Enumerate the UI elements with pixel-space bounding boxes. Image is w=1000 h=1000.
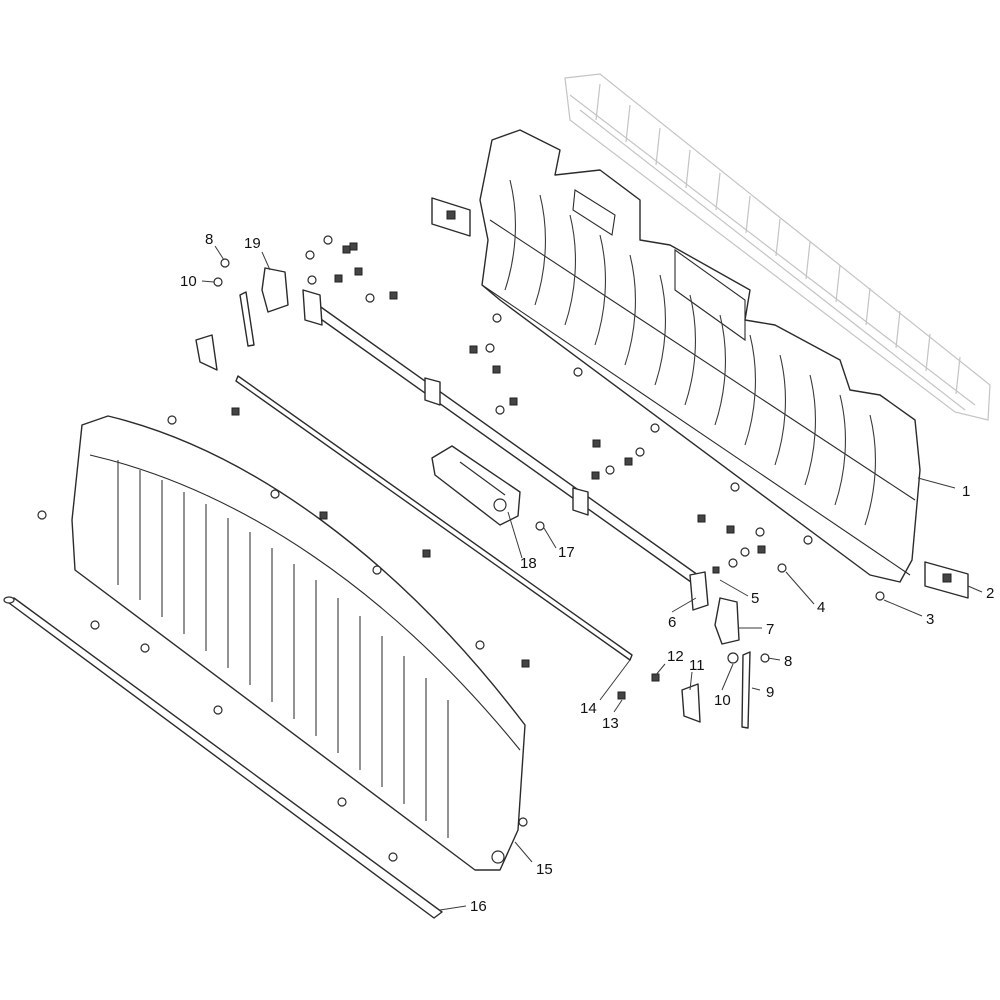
latch-rod-part-6 [302,289,709,611]
callout-8-right: 8 [784,653,792,670]
callout-15: 15 [536,861,553,878]
right-latch-assembly [681,597,751,729]
callout-13: 13 [602,715,619,732]
callout-17: 17 [558,544,575,561]
left-latch-assembly [195,267,289,371]
ghost-trim-panel [564,73,991,421]
callout-11: 11 [689,657,705,674]
callout-4: 4 [817,599,825,616]
inner-panel-part-1 [479,129,921,583]
callout-18: 18 [520,555,537,572]
callout-10-left: 10 [180,273,197,290]
tailgate-part-15 [71,415,526,871]
callout-12: 12 [667,648,684,665]
callout-9: 9 [766,684,774,701]
hardware-fasteners [37,235,885,862]
callout-10-right: 10 [714,692,731,709]
cap-tube-part-16 [3,596,443,919]
callout-labels: 1 2 3 4 5 6 7 8 8 9 10 10 11 12 13 14 15… [180,231,994,915]
callout-8-left: 8 [205,231,213,248]
callout-19: 19 [244,235,261,252]
callout-1: 1 [962,483,970,500]
callout-6: 6 [668,614,676,631]
callout-14: 14 [580,700,597,717]
callout-7: 7 [766,621,774,638]
callout-5: 5 [751,590,759,607]
callout-16: 16 [470,898,487,915]
handle-part-18 [431,445,521,526]
reflector-part-2 [431,197,969,599]
callout-2: 2 [986,585,994,602]
callout-3: 3 [926,611,934,628]
leader-lines [201,245,983,911]
